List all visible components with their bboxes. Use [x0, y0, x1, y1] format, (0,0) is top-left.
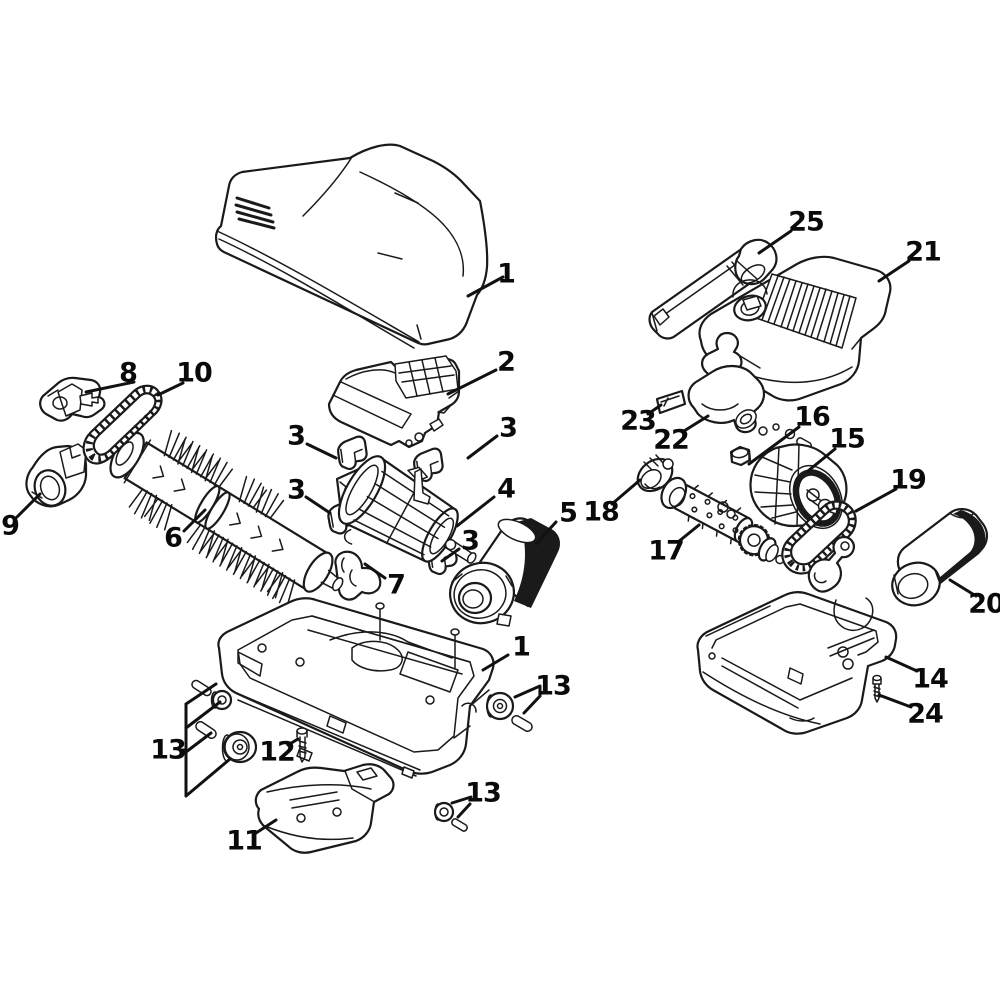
part-cover-plate [655, 389, 687, 415]
callout-23-cover-plate: 23 [620, 405, 657, 437]
part-turbo-hood [698, 255, 892, 402]
part-agitator-roller [660, 476, 785, 565]
part-screw-right [872, 674, 882, 703]
callout-17-agitator-roller: 17 [648, 535, 685, 567]
callout-14-base-housing-right: 14 [912, 663, 949, 695]
callout-12-screw-left: 12 [259, 736, 296, 768]
callout-7-belt-guide: 7 [387, 569, 406, 601]
callout-3-clip-lower-right: 3 [461, 525, 480, 557]
callout-1-base-housing-left: 1 [512, 631, 531, 663]
part-bearing-bracket [39, 376, 106, 422]
callout-16-nut: 16 [794, 401, 831, 433]
part-brush-roller [109, 428, 344, 608]
callout-6-brush-roller: 6 [164, 522, 183, 554]
callout-3-clip-upper-left: 3 [287, 420, 306, 452]
callout-21-turbo-hood: 21 [905, 236, 942, 268]
part-wheel-front [433, 801, 468, 832]
part-motor [335, 455, 477, 564]
callout-13-wheel-front: 13 [465, 777, 502, 809]
callout-5-swivel-elbow: 5 [559, 497, 578, 529]
callout-3-clip-upper-right: 3 [499, 412, 518, 444]
callout-24-screw-right: 24 [907, 698, 944, 730]
part-end-cap [25, 443, 88, 508]
callout-22-air-duct: 22 [653, 424, 690, 456]
part-wheel-rear [485, 691, 533, 733]
callout-13-wheel-rear: 13 [535, 670, 572, 702]
part-bearing-grommet [636, 454, 674, 493]
part-sole-plate [254, 763, 395, 854]
part-base-housing-left [217, 597, 495, 779]
callout-13-wheel-set-left: 13 [150, 734, 187, 766]
callout-15-turbine-wheel: 15 [829, 423, 866, 455]
callout-3-clip-lower-left: 3 [287, 474, 306, 506]
part-screw-left [296, 727, 308, 763]
callout-4-motor: 4 [497, 473, 516, 505]
part-drive-belt [82, 384, 163, 465]
part-belt-guide [334, 550, 382, 601]
callout-10-drive-belt: 10 [176, 357, 213, 389]
callout-18-bearing-grommet: 18 [583, 496, 620, 528]
part-clip-upper-left [337, 435, 368, 471]
part-elbow-connector [891, 508, 988, 607]
callout-8-bearing-bracket: 8 [119, 357, 138, 389]
part-nut [729, 445, 752, 467]
leader-lines [15, 229, 978, 835]
part-turbine-belt [781, 500, 857, 593]
bracket-lines [179, 682, 542, 819]
part-hood-cover [214, 143, 489, 349]
callout-19-turbine-belt: 19 [890, 464, 927, 496]
callout-20-elbow-connector: 20 [968, 588, 1000, 620]
part-swivel-elbow [449, 517, 561, 627]
callout-2-motor-cover: 2 [497, 346, 516, 378]
callout-1-hood-cover: 1 [497, 258, 516, 290]
callout-25-handle-adapter: 25 [788, 206, 825, 238]
callout-9-end-cap: 9 [1, 510, 20, 542]
callout-11-sole-plate: 11 [226, 825, 263, 857]
part-base-housing-right [696, 591, 898, 735]
part-motor-cover [327, 355, 461, 449]
